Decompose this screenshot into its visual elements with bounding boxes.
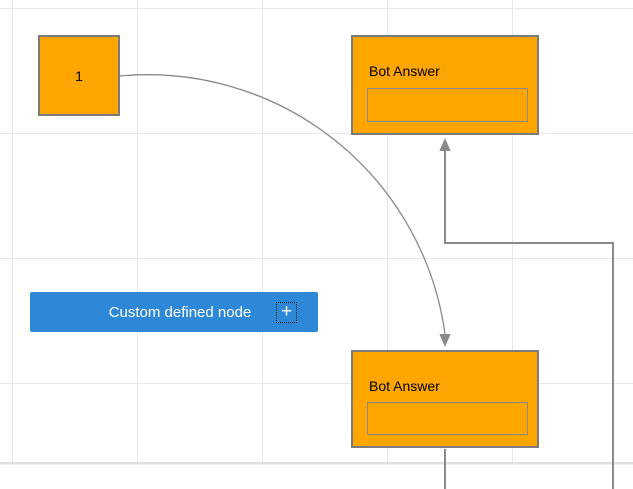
add-node-button[interactable]: + [276, 302, 297, 323]
node-title: Bot Answer [369, 378, 440, 394]
node-title: Bot Answer [369, 63, 440, 79]
curved-connector[interactable] [119, 74, 451, 347]
node-custom-defined[interactable]: Custom defined node + [30, 292, 318, 332]
arrowhead-up-icon [439, 138, 451, 151]
plus-icon: + [280, 301, 293, 322]
node-start[interactable]: 1 [38, 35, 120, 116]
arrowhead-down-icon [439, 334, 451, 347]
custom-node-label: Custom defined node [108, 303, 252, 321]
node-start-label: 1 [75, 67, 83, 84]
grid-layer [0, 0, 633, 465]
node-annotation-box [367, 88, 528, 122]
node-bot-answer-top[interactable]: Bot Answer [351, 35, 539, 135]
loop-connector[interactable] [439, 138, 614, 489]
node-bot-answer-bottom[interactable]: Bot Answer [351, 350, 539, 448]
node-annotation-box [367, 402, 528, 435]
